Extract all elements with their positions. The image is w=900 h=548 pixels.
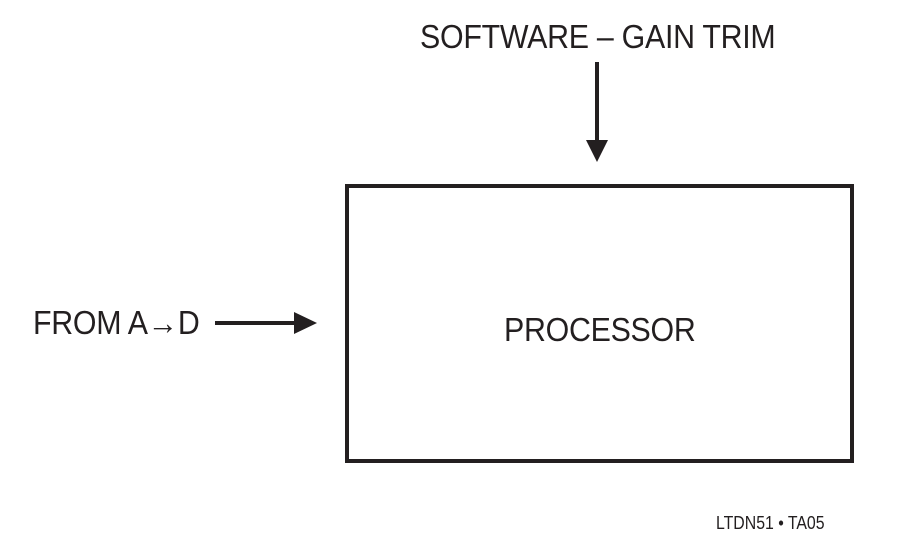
processor-block [345,184,854,463]
gain-trim-arrow-head [586,140,608,162]
software-gain-trim-label: SOFTWARE – GAIN TRIM [420,18,776,55]
adc-input-arrow-head [294,312,317,334]
processor-label: PROCESSOR [504,311,696,348]
figure-id-label: LTDN51 • TA05 [716,513,825,533]
from-adc-label: FROM A→D [33,304,200,341]
